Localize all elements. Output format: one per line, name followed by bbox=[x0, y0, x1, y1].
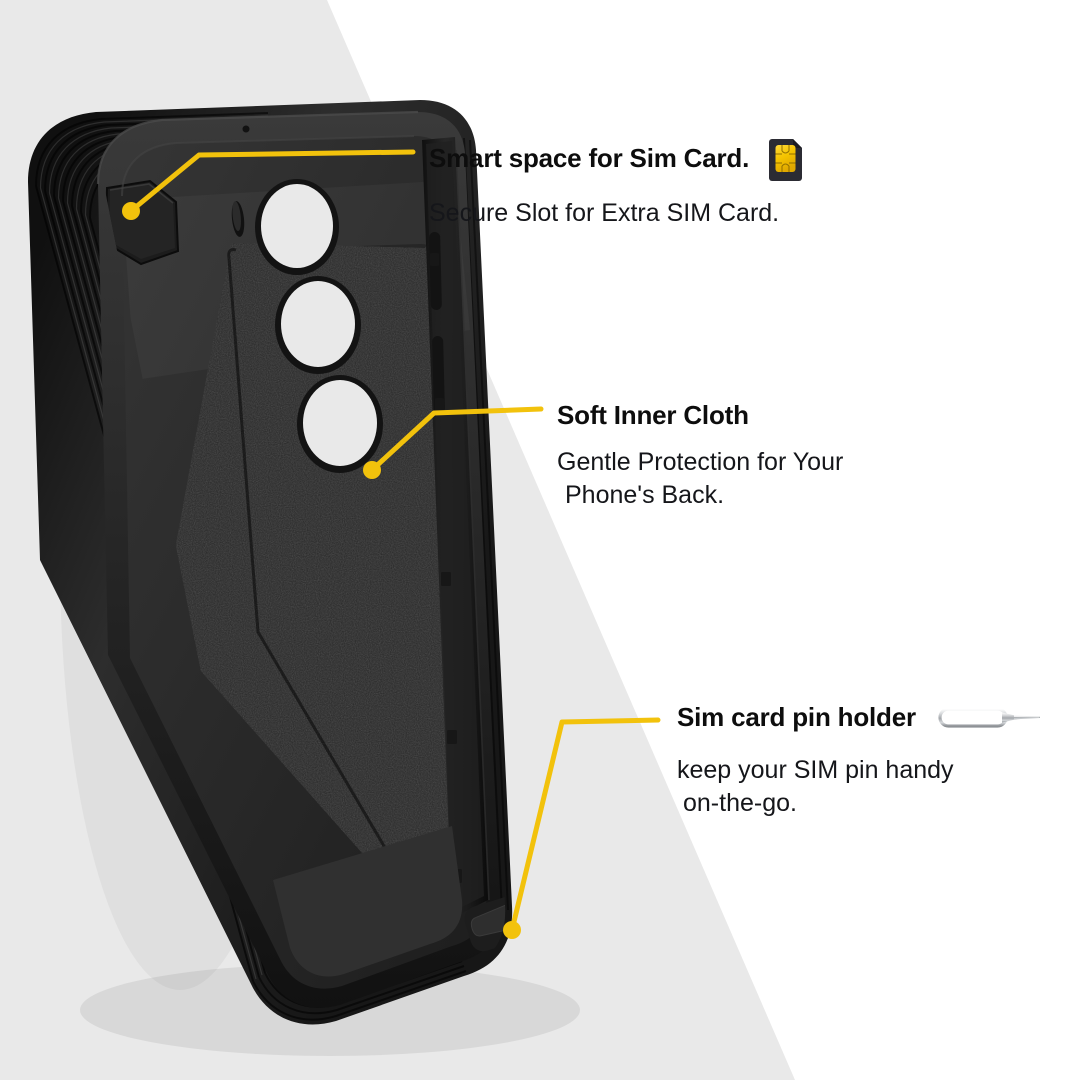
callout-sim-pin-holder-line-2: on-the-go. bbox=[683, 788, 797, 817]
callout-sim-pin-holder-title: Sim card pin holder bbox=[677, 702, 916, 732]
leader-line-pin bbox=[509, 717, 661, 933]
speaker-cutout bbox=[231, 125, 250, 237]
sim-card-icon bbox=[769, 136, 805, 181]
side-button-recesses bbox=[422, 137, 490, 918]
callout-sim-pin-holder-heading: Sim card pin holder bbox=[677, 703, 1077, 732]
leader-dot-cloth bbox=[363, 461, 381, 479]
callout-soft-inner-cloth-line-1: Gentle Protection for Your bbox=[557, 447, 844, 476]
callout-soft-inner-cloth-heading: Soft Inner Cloth bbox=[557, 401, 957, 430]
leader-dot-pin bbox=[503, 921, 521, 939]
callout-soft-inner-cloth-line-2: Phone's Back. bbox=[565, 480, 725, 509]
callout-sim-card-title: Smart space for Sim Card. bbox=[429, 143, 750, 174]
leader-line-cloth bbox=[369, 406, 544, 473]
callout-sim-card-heading: Smart space for Sim Card. bbox=[429, 136, 899, 181]
callout-sim-pin-holder-line-1: keep your SIM pin handy bbox=[677, 755, 954, 784]
leader-lines bbox=[128, 149, 661, 933]
camera-cutout-3 bbox=[297, 375, 383, 473]
callout-sim-card: Smart space for Sim Card. bbox=[429, 136, 899, 230]
leader-line-sim bbox=[128, 149, 416, 214]
callout-sim-card-line-1: Secure Slot for Extra SIM Card. bbox=[429, 199, 780, 227]
callout-soft-inner-cloth: Soft Inner Cloth Gentle Protection for Y… bbox=[557, 401, 957, 512]
camera-cutout-2 bbox=[275, 276, 361, 374]
callout-sim-pin-holder-subtitle: keep your SIM pin handy on-the-go. bbox=[677, 754, 1077, 820]
sim-pin-holder-recess bbox=[273, 826, 506, 977]
pin-silhouette bbox=[470, 900, 506, 937]
callout-sim-card-subtitle: Secure Slot for Extra SIM Card. bbox=[429, 197, 899, 230]
camera-cutouts bbox=[255, 179, 383, 473]
leader-anchor-dots bbox=[122, 202, 521, 939]
callout-soft-inner-cloth-subtitle: Gentle Protection for Your Phone's Back. bbox=[557, 446, 957, 512]
phone-case bbox=[28, 100, 513, 1025]
callout-soft-inner-cloth-title: Soft Inner Cloth bbox=[557, 400, 749, 430]
camera-cutout-1 bbox=[255, 179, 339, 275]
callout-sim-pin-holder: Sim card pin holder bbox=[677, 703, 1077, 820]
sim-ejector-pin-icon bbox=[938, 703, 1042, 731]
leader-dot-sim bbox=[122, 202, 140, 220]
